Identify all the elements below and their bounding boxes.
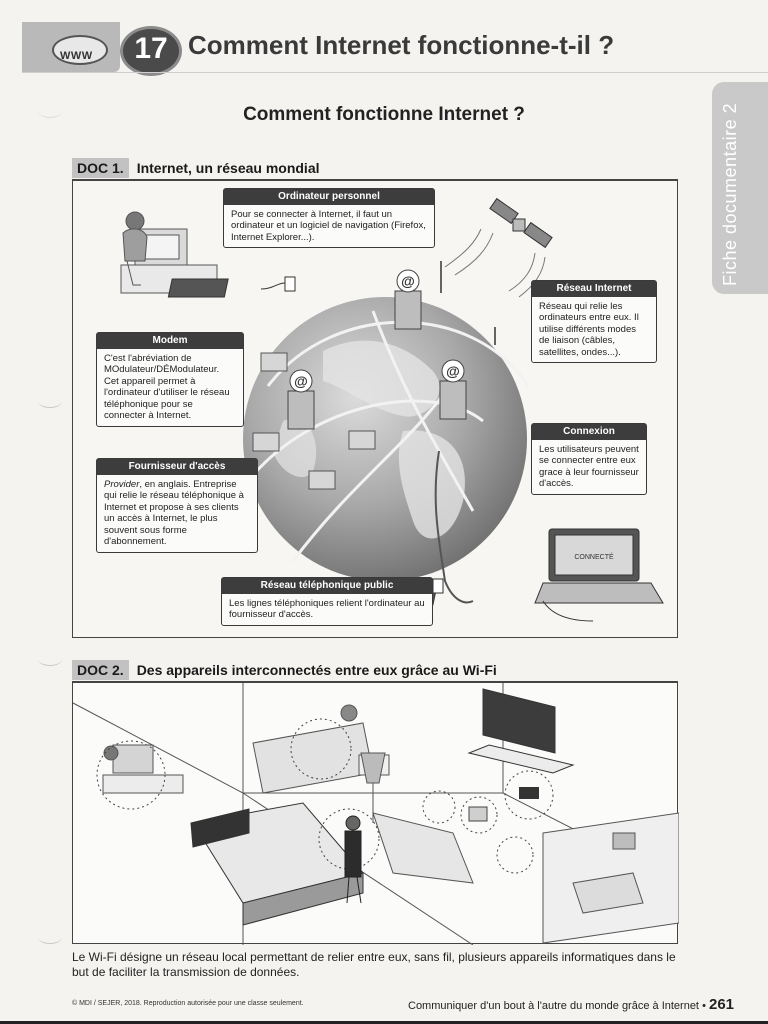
standing-person	[344, 815, 362, 904]
doc1-title: Internet, un réseau mondial	[136, 160, 320, 176]
doc1-rule	[72, 179, 678, 180]
sofa	[372, 812, 474, 884]
box-connexion: Connexion Les utilisateurs peuvent se co…	[531, 423, 647, 495]
box-fournisseur-title: Fournisseur d'accès	[97, 459, 257, 475]
server	[287, 269, 467, 430]
laptop-icon	[252, 352, 376, 490]
tablet-icon	[468, 806, 488, 822]
router-icon	[519, 787, 539, 799]
wifi-range-indicator	[496, 836, 534, 874]
wifi-range-indicator	[96, 740, 166, 810]
bed	[190, 802, 364, 926]
doc1-tag: DOC 1.	[72, 158, 129, 178]
wifi-range-indicator	[504, 770, 554, 820]
box-ordinateur-title: Ordinateur personnel	[224, 189, 434, 205]
page-number: 261	[708, 996, 735, 1013]
server-at-symbol: @	[401, 273, 415, 289]
doc2-title: Des appareils interconnectés entre eux g…	[136, 662, 497, 678]
box-fournisseur-text: , en anglais. Entreprise qui relie le ré…	[104, 478, 244, 548]
server-at-symbol: @	[294, 373, 308, 389]
wifi-home-illustration	[73, 683, 679, 945]
lamp	[360, 752, 386, 823]
internet-illustration: @ @ @	[120, 197, 664, 622]
doc1-header: DOC 1. Internet, un réseau mondial	[72, 158, 320, 178]
box-connexion-title: Connexion	[532, 424, 646, 440]
chapter-title: Comment Internet fonctionne-t-il ?	[188, 30, 615, 60]
connected-label: CONNECTÉ	[574, 552, 614, 561]
box-fournisseur-body: Provider, en anglais. Entreprise qui rel…	[97, 475, 257, 552]
header-divider	[22, 72, 768, 73]
doc2-caption: Le Wi-Fi désigne un réseau local permett…	[72, 950, 676, 979]
wifi-range-indicator	[422, 790, 456, 824]
box-telephonique-title: Réseau téléphonique public	[222, 578, 432, 594]
box-reseau-telephonique: Réseau téléphonique public Les lignes té…	[221, 577, 433, 626]
box-ordinateur-personnel: Ordinateur personnel Pour se connecter à…	[223, 188, 435, 248]
tv	[467, 688, 575, 774]
bottom-edge	[0, 1021, 768, 1024]
doc1-frame: @ @ @	[72, 180, 678, 638]
wifi-range-indicator	[460, 796, 498, 834]
box-ordinateur-text: Pour se connecter à Internet, il faut un…	[231, 208, 426, 243]
page-title: Comment fonctionne Internet ?	[243, 104, 525, 125]
box-modem-title: Modem	[97, 333, 243, 349]
binder-hole	[38, 394, 62, 408]
box-fournisseur-acces: Fournisseur d'accès Provider, en anglais…	[96, 458, 258, 553]
www-badge: WWW	[60, 50, 93, 62]
footer-section: Communiquer d'un bout à l'autre du monde…	[408, 996, 734, 1013]
box-modem-text: C'est l'abréviation de MOdulateur/DÉModu…	[104, 352, 230, 422]
antenna-icon	[440, 261, 496, 345]
server-at-symbol: @	[446, 363, 460, 379]
kitchen	[542, 812, 679, 944]
box-connexion-text: Les utilisateurs peuvent se connecter en…	[539, 443, 639, 490]
box-telephonique-text: Les lignes téléphoniques relient l'ordin…	[229, 597, 425, 621]
desk-scene	[102, 744, 184, 794]
binder-hole	[38, 104, 62, 118]
doc2-rule	[72, 681, 678, 682]
wifi-range-indicator	[290, 718, 352, 780]
binder-hole	[38, 652, 62, 666]
binder-hole	[38, 930, 62, 944]
doc2-frame	[72, 682, 679, 945]
box-reseau-internet: Réseau Internet Réseau qui relie les ord…	[531, 280, 657, 363]
side-tab-label: Fiche documentaire 2	[720, 102, 740, 286]
globe-icon	[52, 35, 108, 65]
provider-term: Provider	[104, 478, 140, 490]
laptop	[534, 528, 664, 622]
continent	[398, 430, 465, 539]
modem-icon	[167, 276, 296, 298]
box-modem: Modem C'est l'abréviation de MOdulateur/…	[96, 332, 244, 427]
wifi-range-indicator	[318, 808, 380, 870]
footer-copyright: © MDI / SEJER, 2018. Reproduction autori…	[72, 1000, 304, 1007]
box-reseau-title: Réseau Internet	[532, 281, 656, 297]
chapter-badge	[120, 26, 182, 76]
box-reseau-text: Réseau qui relie les ordinateurs entre e…	[539, 300, 639, 358]
satellite-icon	[489, 197, 553, 249]
footer-section-title: Communiquer d'un bout à l'autre du monde…	[408, 1000, 699, 1012]
side-tab	[712, 82, 768, 294]
doc2-header: DOC 2. Des appareils interconnectés entr…	[72, 660, 497, 680]
doc2-tag: DOC 2.	[72, 660, 129, 680]
footer-bullet: •	[702, 1000, 706, 1012]
chapter-number: 17	[134, 32, 168, 65]
